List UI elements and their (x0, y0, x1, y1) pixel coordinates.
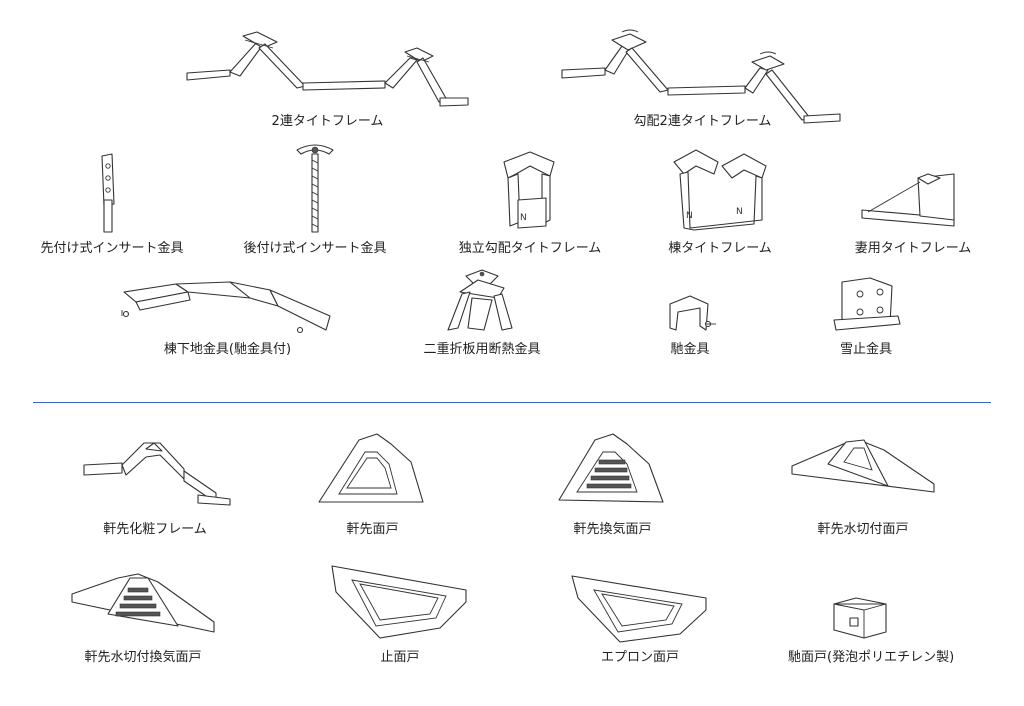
product-label: 止面戸 (380, 650, 420, 665)
product-seam-bracket: 馳金具 (660, 290, 720, 360)
post-insert-drawing (296, 144, 334, 233)
product-label: 軒先水切付換気面戸 (84, 650, 202, 665)
seam-bracket-drawing (669, 295, 716, 331)
product-double-fold-insulation: 二重折板用断熱金具 (423, 268, 541, 360)
product-label: 独立勾配タイトフレーム (458, 241, 602, 256)
product-post-insert: 後付け式インサート金具 (243, 140, 387, 262)
product-stop-face-door: 止面戸 (330, 562, 470, 672)
independent-pitch-frame-drawing: N (503, 151, 555, 229)
product-label: 棟下地金具(馳金具付) (163, 342, 292, 357)
product-ridge-tight-frame: N N 棟タイトフレーム (668, 148, 772, 262)
product-pre-insert: 先付け式インサート金具 (40, 152, 184, 262)
ridge-base-bracket-drawing (121, 281, 331, 334)
product-apron-face-door: エプロン面戸 (570, 570, 710, 672)
product-label: 二重折板用断熱金具 (423, 342, 541, 357)
product-eave-face-door: 軒先面戸 (315, 430, 430, 540)
gable-tight-frame-drawing (861, 173, 955, 227)
ridge-tight-frame-drawing: N N (673, 149, 767, 231)
stop-face-door-drawing (331, 565, 467, 639)
product-eave-vent-face-door: 軒先換気面戸 (555, 430, 670, 540)
pre-insert-drawing (101, 153, 115, 233)
apron-face-door-drawing (571, 575, 707, 643)
product-gable-tight-frame: 妻用タイトフレーム (855, 170, 971, 262)
product-label: エプロン面戸 (600, 650, 679, 665)
product-label: 勾配2連タイトフレーム (633, 114, 772, 129)
svg-text:N: N (736, 207, 743, 217)
product-seam-face-door: 馳面戸(発泡ポリエチレン製) (788, 596, 954, 672)
eave-drip-vent-face-door-drawing (71, 573, 215, 633)
product-label: 棟タイトフレーム (668, 241, 772, 256)
product-label: 軒先面戸 (346, 522, 399, 537)
product-eave-drip-vent-face-door: 軒先水切付換気面戸 (68, 572, 218, 672)
section-divider (33, 402, 991, 403)
eave-face-door-drawing (318, 433, 424, 503)
svg-text:N: N (520, 213, 527, 223)
product-label: 後付け式インサート金具 (243, 241, 387, 256)
snow-stop-drawing (833, 277, 901, 331)
product-label: 軒先換気面戸 (573, 522, 652, 537)
product-label: 妻用タイトフレーム (854, 241, 972, 256)
product-label: 雪止金具 (839, 342, 892, 357)
product-label: 先付け式インサート金具 (40, 241, 184, 256)
product-label: 軒先水切付面戸 (817, 522, 909, 537)
product-tight-frame-2: 2連タイトフレーム (185, 28, 470, 138)
seam-face-door-drawing (833, 597, 887, 639)
product-eave-drip-face-door: 軒先水切付面戸 (788, 430, 938, 540)
product-ridge-base-bracket: 棟下地金具(馳金具付) (120, 280, 335, 360)
product-pitch-tight-frame-2: 勾配2連タイトフレーム (560, 28, 845, 138)
product-label: 軒先化粧フレーム (103, 522, 207, 537)
product-label: 馳金具 (670, 342, 710, 357)
product-eave-fascia-frame: 軒先化粧フレーム (80, 435, 231, 540)
tight-frame-2-drawing (186, 31, 469, 107)
product-label: 2連タイトフレーム (271, 114, 384, 129)
eave-drip-face-door-drawing (791, 439, 935, 493)
product-label: 馳面戸(発泡ポリエチレン製) (788, 650, 955, 665)
eave-fascia-frame-drawing (83, 442, 231, 506)
product-independent-pitch-frame: N 独立勾配タイトフレーム (459, 151, 601, 262)
double-fold-insulation-drawing (447, 269, 513, 331)
product-snow-stop: 雪止金具 (830, 276, 902, 360)
eave-vent-face-door-drawing (558, 433, 664, 503)
svg-text:N: N (686, 211, 693, 221)
pitch-tight-frame-2-drawing (561, 29, 841, 124)
